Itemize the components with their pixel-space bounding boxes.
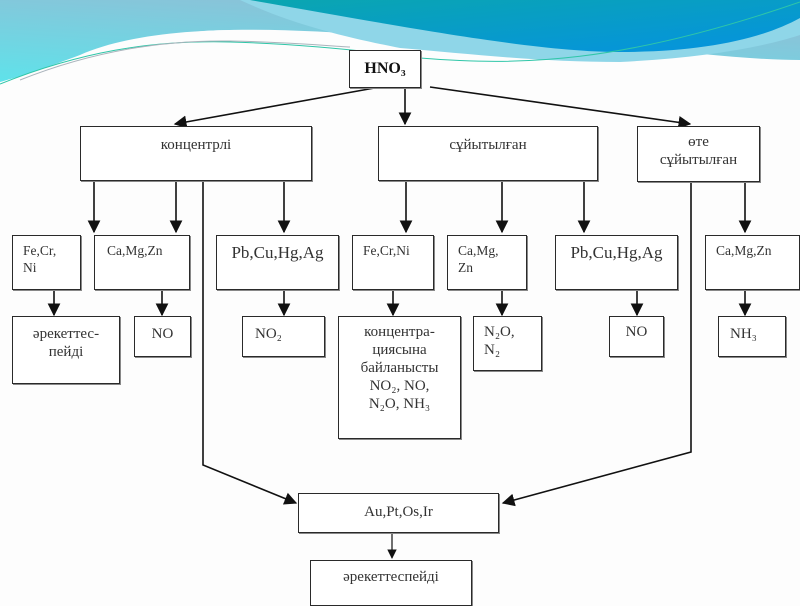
swoosh-right — [250, 0, 800, 52]
metals-text: Fe,Cr,Ni — [363, 243, 410, 258]
product-text: NO — [151, 326, 174, 342]
product-text-line1: әрекеттес- — [32, 326, 100, 342]
very-diluted-label-line1: өте — [688, 134, 709, 150]
product-conc-ca-no: NO — [134, 316, 191, 357]
metals-text: Ca,Mg,Zn — [716, 243, 772, 258]
product-text: NO — [625, 324, 648, 340]
product-text: NH₃ — [730, 326, 757, 342]
swoosh-white-cut — [0, 30, 350, 110]
metals-text-line2: Zn — [458, 260, 473, 275]
product-dil-pb-no: NO — [609, 316, 664, 357]
product-text-line5: N₂O, NH₃ — [368, 396, 431, 412]
metals-dil-pb-cu-hg-ag: Pb,Cu,Hg,Ag — [555, 235, 678, 290]
metals-text: Pb,Cu,Hg,Ag — [570, 243, 663, 262]
product-vdil-ca-nh3: NH₃ — [718, 316, 786, 357]
node-diluted: сұйытылған — [378, 126, 598, 181]
product-dil-ca-n2o-n2: N₂O, N₂ — [473, 316, 542, 371]
root-node-hno3: HNO₃ — [349, 50, 421, 88]
metals-text: Pb,Cu,Hg,Ag — [231, 243, 324, 262]
product-text-line4: NO₂, NO, — [369, 378, 430, 394]
product-dil-fe-depends-on-concentration: концентра- циясына байланысты NO₂, NO, N… — [338, 316, 461, 439]
product-text-line3: байланысты — [360, 360, 439, 376]
product-text: NO₂ — [255, 326, 282, 342]
swoosh-accent-line-grey — [19, 40, 351, 81]
product-text-line2: N₂ — [484, 342, 501, 358]
metals-vdil-ca-mg-zn: Ca,Mg,Zn — [705, 235, 800, 290]
node-noble-result: әрекеттеспейді — [310, 560, 472, 606]
metals-text-line1: Fe,Cr, — [23, 243, 57, 258]
metals-dil-fe-cr-ni: Fe,Cr,Ni — [352, 235, 434, 290]
metals-dil-ca-mg-zn: Ca,Mg, Zn — [447, 235, 527, 290]
metals-text-line2: Ni — [23, 260, 37, 275]
concentrated-label: концентрлі — [160, 137, 232, 153]
node-noble-metals: Au,Pt,Os,Ir — [298, 493, 499, 533]
noble-result-label: әрекеттеспейді — [343, 569, 439, 585]
metals-conc-fe-cr-ni: Fe,Cr, Ni — [12, 235, 81, 290]
noble-metals-label: Au,Pt,Os,Ir — [364, 504, 433, 520]
metals-conc-ca-mg-zn: Ca,Mg,Zn — [94, 235, 190, 290]
product-text-line2: пейді — [48, 344, 84, 360]
metals-conc-pb-cu-hg-ag: Pb,Cu,Hg,Ag — [216, 235, 339, 290]
node-concentrated: концентрлі — [80, 126, 312, 181]
product-text-line1: N₂O, — [484, 324, 515, 340]
product-text-line1: концентра- — [364, 324, 435, 340]
metals-text: Ca,Mg,Zn — [107, 243, 163, 258]
product-conc-pb-no2: NO₂ — [242, 316, 325, 357]
node-very-diluted: өте сұйытылған — [637, 126, 760, 182]
product-conc-fe-no-reaction: әрекеттес- пейді — [12, 316, 120, 384]
metals-text-line1: Ca,Mg, — [458, 243, 499, 258]
very-diluted-label-line2: сұйытылған — [659, 152, 738, 168]
diluted-label: сұйытылған — [449, 137, 527, 153]
root-label: HNO₃ — [364, 60, 406, 77]
product-text-line2: циясына — [372, 342, 427, 358]
